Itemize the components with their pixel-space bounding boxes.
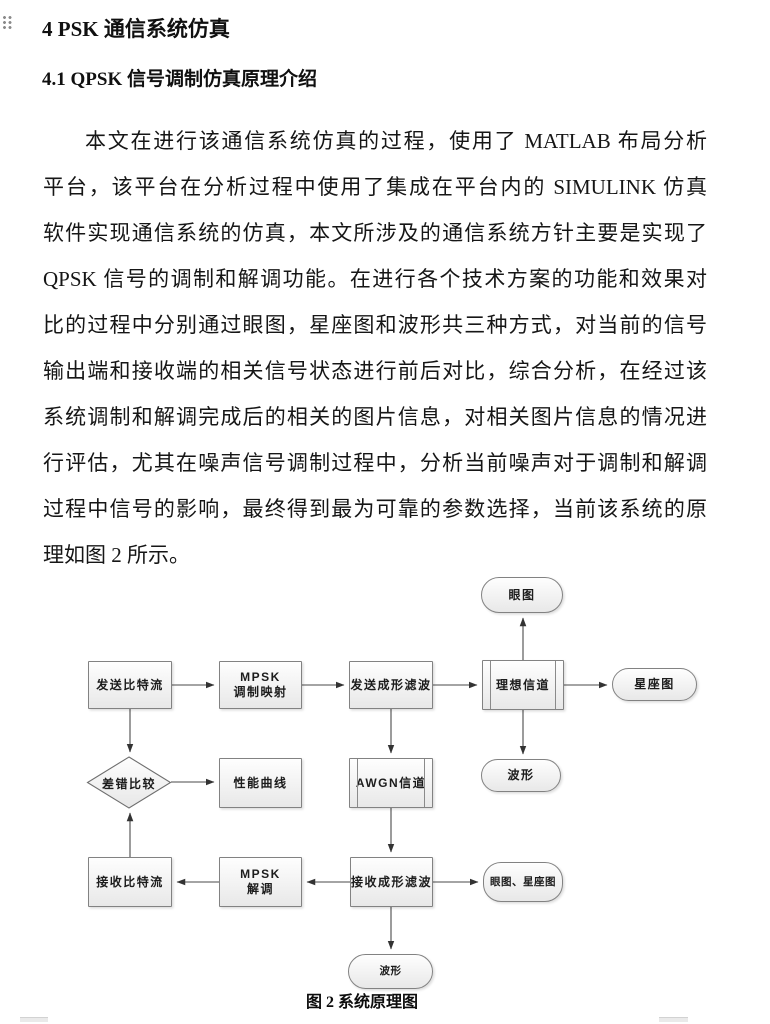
flow-node-label: 眼图、星座图	[490, 875, 556, 888]
flow-node-label: 接收成形滤波	[351, 874, 433, 889]
flow-node-eye-and-constellation: 眼图、星座图	[483, 862, 563, 902]
next-page-fragment-right	[659, 1017, 688, 1022]
flow-node-waveform-bottom: 波形	[348, 954, 433, 989]
flow-node-awgn-channel: AWGN信道	[349, 758, 433, 808]
flow-node-label: 波形	[379, 965, 402, 977]
paragraph-line: 行评估，尤其在噪声信号调制过程中，分析当前噪声对于调制和解调	[43, 451, 707, 475]
paragraph-line: 平台，该平台在分析过程中使用了集成在平台内的 SIMULINK 仿真	[43, 175, 707, 199]
flow-node-label: 性能曲线	[233, 775, 288, 790]
paragraph-line: 系统调制和解调完成后的相关的图片信息，对相关图片信息的情况进	[43, 405, 707, 429]
double-bar-left	[357, 759, 358, 807]
paragraph-line: 软件实现通信系统的仿真，本文所涉及的通信系统方针主要是实现了	[43, 221, 707, 245]
flow-node-label: MPSK	[240, 670, 281, 684]
body-paragraph: 本文在进行该通信系统仿真的过程，使用了 MATLAB 布局分析 平台，该平台在分…	[43, 118, 707, 578]
flow-node-eye-diagram: 眼图	[481, 577, 563, 613]
paragraph-line: 本文在进行该通信系统仿真的过程，使用了 MATLAB 布局分析	[85, 129, 707, 153]
flow-node-label: 星座图	[634, 677, 675, 691]
flow-node-label: MPSK	[240, 867, 281, 881]
flow-node-receive-bitstream: 接收比特流	[88, 857, 172, 907]
flow-node-label: 眼图	[508, 587, 536, 602]
figure-caption: 图 2 系统原理图	[305, 994, 418, 1011]
flow-node-send-bitstream: 发送比特流	[88, 661, 172, 709]
flow-node-label: 接收比特流	[96, 874, 164, 889]
subsection-heading: 4.1 QPSK 信号调制仿真原理介绍	[42, 69, 317, 90]
flow-node-label: 理想信道	[495, 677, 550, 692]
flow-node-constellation: 星座图	[612, 668, 697, 701]
flow-node-tx-shaping-filter: 发送成形滤波	[349, 661, 433, 709]
flow-node-label: 调制映射	[233, 685, 288, 699]
flow-node-error-compare: 差错比较	[101, 777, 156, 791]
flow-node-waveform-right: 波形	[481, 759, 561, 792]
paragraph-line: 输出端和接收端的相关信号状态进行前后对比，综合分析，在经过该	[43, 359, 707, 383]
drag-handle-icon[interactable]	[3, 16, 14, 30]
flow-node-mpsk-modulation: MPSK 调制映射	[219, 661, 302, 709]
flow-node-ideal-channel: 理想信道	[482, 660, 564, 710]
double-bar-right	[424, 759, 425, 807]
flow-node-label: 波形	[507, 768, 535, 782]
diamond-shape	[86, 756, 172, 809]
section-heading: 4 PSK 通信系统仿真	[42, 17, 230, 41]
flow-node-label: 发送成形滤波	[350, 677, 432, 692]
flow-node-rx-shaping-filter: 接收成形滤波	[350, 857, 433, 907]
flow-node-label: AWGN信道	[355, 775, 427, 790]
flow-node-mpsk-demodulation: MPSK 解调	[219, 857, 302, 907]
double-bar-right	[555, 661, 556, 709]
paragraph-line: 比的过程中分别通过眼图，星座图和波形共三种方式，对当前的信号	[43, 313, 707, 337]
next-page-fragment-left	[20, 1017, 48, 1022]
flow-node-label: 解调	[246, 882, 274, 896]
paragraph-line: 过程中信号的影响，最终得到最为可靠的参数选择，当前该系统的原	[43, 497, 707, 521]
double-bar-left	[490, 661, 491, 709]
paragraph-line: 理如图 2 所示。	[43, 543, 190, 567]
flow-node-performance-curve: 性能曲线	[219, 758, 302, 808]
flow-node-label: 发送比特流	[96, 677, 164, 692]
paragraph-line: QPSK 信号的调制和解调功能。在进行各个技术方案的功能和效果对	[43, 267, 707, 291]
